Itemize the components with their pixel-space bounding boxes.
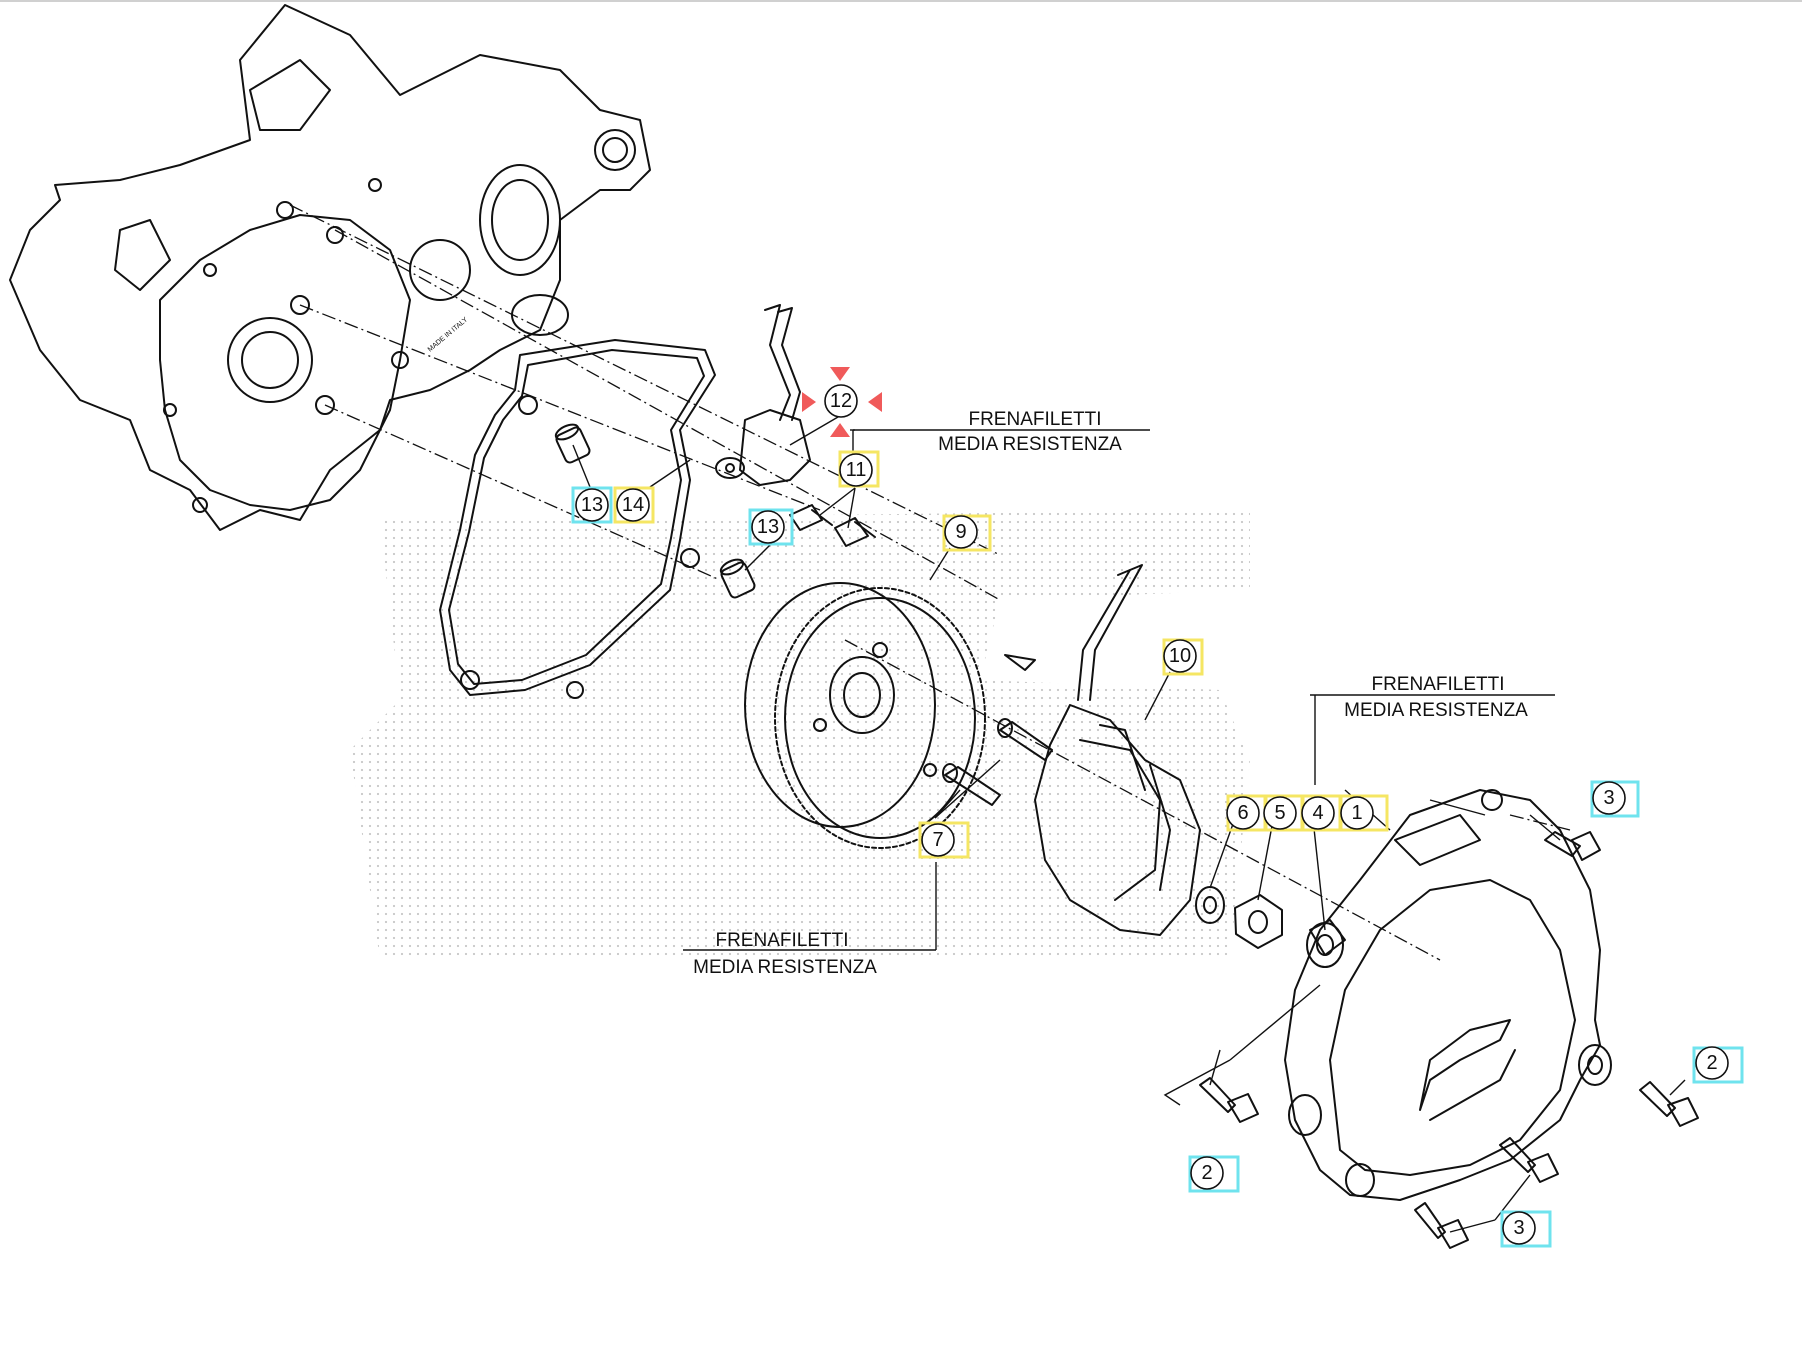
gasket	[439, 339, 716, 699]
balloon-part-3[interactable]: 3	[1590, 780, 1640, 818]
screw	[834, 517, 876, 547]
top-border	[0, 0, 1802, 2]
cover-bolt	[1544, 831, 1601, 861]
stator-bolt	[997, 718, 1053, 761]
balloon-3-label: 3	[1603, 787, 1614, 809]
balloon-13-label: 13	[757, 516, 779, 538]
balloon-3-label: 3	[1513, 1217, 1524, 1239]
assembly-axes	[289, 204, 1571, 961]
note-1-line1: FRENAFILETTI	[968, 409, 1101, 430]
balloon-part-12[interactable]: 12	[802, 367, 882, 437]
balloon-part-13[interactable]: 13	[571, 486, 613, 524]
balloon-part-1[interactable]: 1	[1339, 794, 1389, 832]
note-threadlocker-2: FRENAFILETTI MEDIA RESISTENZA	[1310, 674, 1555, 785]
plug	[1309, 919, 1346, 956]
pickup-sensor	[715, 304, 811, 486]
balloon-part-4[interactable]: 4	[1300, 794, 1342, 832]
balloon-12-label: 12	[830, 390, 852, 412]
note-3-line1: FRENAFILETTI	[715, 930, 848, 951]
balloon-13-label: 13	[581, 494, 603, 516]
balloon-4-label: 4	[1312, 802, 1323, 824]
balloon-2-label: 2	[1706, 1052, 1717, 1074]
crankcase-stamp: MADE IN ITALY	[427, 316, 470, 353]
note-threadlocker-1: FRENAFILETTI MEDIA RESISTENZA	[850, 409, 1150, 470]
note-3-line2: MEDIA RESISTENZA	[693, 957, 877, 978]
balloon-part-2[interactable]: 2	[1188, 1155, 1240, 1193]
balloon-part-7[interactable]: 7	[918, 821, 970, 859]
balloon-6-label: 6	[1237, 802, 1248, 824]
balloon-part-3[interactable]: 3	[1500, 1210, 1552, 1248]
balloon-9-label: 9	[955, 521, 966, 543]
balloon-10-label: 10	[1169, 645, 1191, 667]
balloon-part-10[interactable]: 10	[1162, 638, 1204, 676]
note-2-line2: MEDIA RESISTENZA	[1344, 700, 1528, 721]
dowel-pin	[554, 423, 591, 464]
balloon-part-11[interactable]: 11	[838, 450, 880, 488]
dowel-pin	[719, 558, 756, 599]
balloon-2-label: 2	[1201, 1162, 1212, 1184]
balloon-5-label: 5	[1274, 802, 1285, 824]
stator-bolt	[942, 763, 1001, 806]
nut	[1234, 894, 1283, 949]
balloon-7-label: 7	[932, 829, 943, 851]
cover-bolt	[1199, 1077, 1259, 1123]
cover-bolt	[1639, 1081, 1699, 1127]
crankcase: MADE IN ITALY	[9, 4, 651, 531]
watermark-dots	[350, 510, 1250, 960]
balloon-part-5[interactable]: 5	[1263, 794, 1305, 832]
note-1-line2: MEDIA RESISTENZA	[938, 434, 1122, 455]
note-threadlocker-3: FRENAFILETTI MEDIA RESISTENZA	[683, 862, 937, 978]
cover-bolt	[1499, 1137, 1559, 1183]
cover-bolt	[1414, 1202, 1469, 1249]
balloon-part-6[interactable]: 6	[1226, 794, 1268, 832]
stator	[1034, 564, 1201, 936]
ignition-cover	[1284, 789, 1612, 1201]
balloon-part-2[interactable]: 2	[1692, 1046, 1744, 1084]
balloon-14-label: 14	[622, 494, 644, 516]
balloon-11-label: 11	[846, 459, 867, 481]
flywheel	[744, 582, 1036, 849]
balloon-part-14[interactable]: 14	[613, 486, 655, 524]
balloon-1-label: 1	[1351, 802, 1362, 824]
screw	[789, 504, 833, 531]
balloon-part-13[interactable]: 13	[748, 508, 794, 546]
note-2-line1: FRENAFILETTI	[1371, 674, 1504, 695]
balloon-part-9[interactable]: 9	[942, 514, 992, 552]
